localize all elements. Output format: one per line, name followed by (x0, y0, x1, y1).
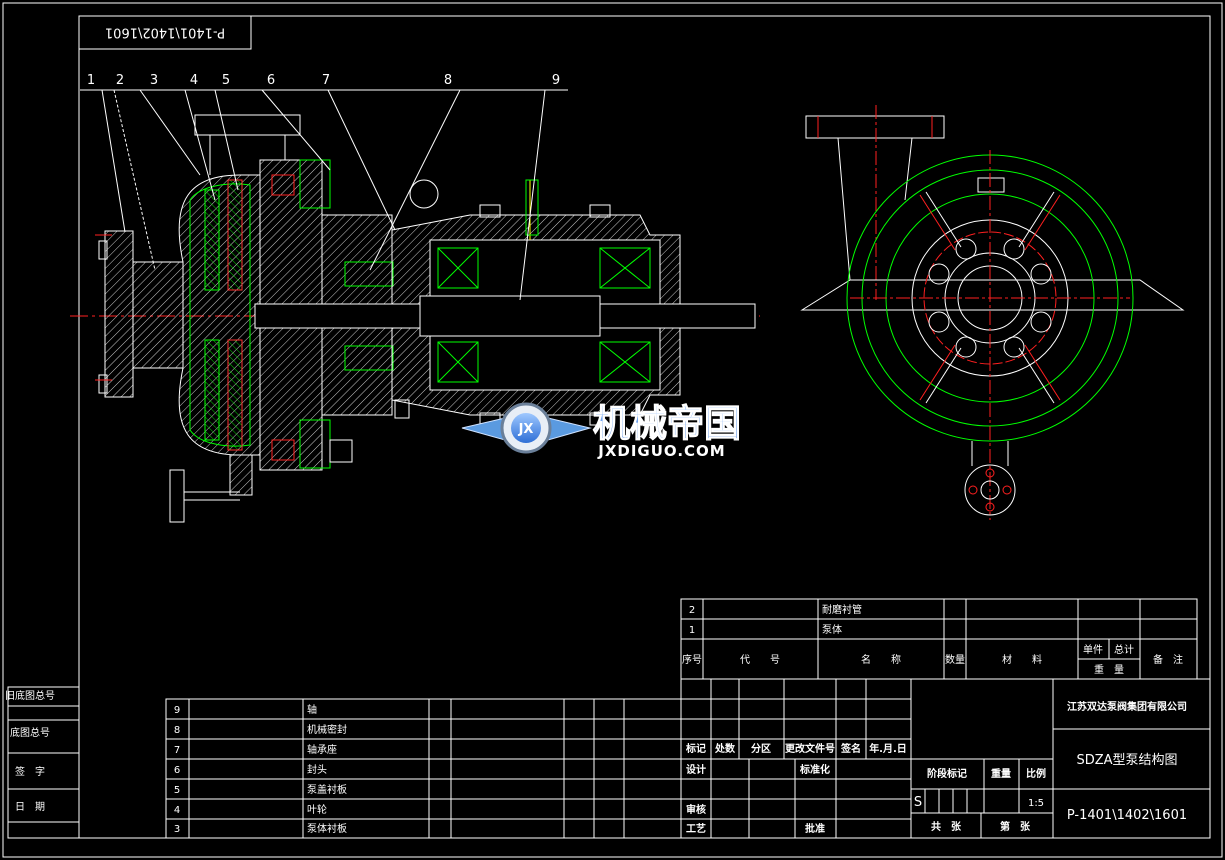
section-view (70, 114, 760, 523)
lower-parts-table: 9 轴 8 机械密封 7 轴承座 6 封头 5 泵盖衬板 4 叶轮 3 泵体衬板 (165, 698, 682, 839)
header-unit-weight: 单件 (1083, 644, 1103, 656)
lower-row-4-no: 6 (174, 765, 180, 776)
watermark-brand-cn: 机械帝国 (593, 402, 741, 445)
tb-count: 处数 (714, 742, 736, 755)
bolt-circle (928, 238, 1052, 358)
upper-row-2-no: 1 (689, 625, 695, 636)
upper-row-1-name: 耐磨衬管 (822, 603, 862, 616)
tb-design: 设计 (686, 763, 706, 776)
balloon-leaders: 1 2 3 4 5 6 7 8 9 (80, 73, 568, 301)
tb-change-doc: 更改文件号 (785, 742, 835, 755)
tb-weight: 重量 (991, 767, 1011, 780)
tb-date: 年.月.日 (869, 742, 907, 755)
upper-row-1-no: 2 (689, 605, 695, 616)
balloon-9: 9 (552, 73, 560, 88)
header-total-weight: 总计 (1114, 643, 1134, 656)
strip-old-base: 旧底图总号 (5, 689, 55, 702)
tb-mark: 标记 (685, 742, 706, 755)
balloon-8: 8 (444, 73, 452, 88)
lower-row-2-no: 8 (174, 725, 180, 736)
tb-stage-value: S (914, 795, 922, 810)
tb-total-sheets: 共 张 (931, 820, 962, 833)
balloon-3: 3 (150, 73, 158, 88)
balloon-2: 2 (116, 73, 124, 88)
lower-row-7-no: 3 (174, 824, 180, 835)
tb-drawing-no: P-1401\1402\1601 (1067, 808, 1187, 823)
lower-row-3-name: 轴承座 (307, 743, 337, 756)
header-qty: 数量 (945, 653, 965, 666)
header-weight: 重 量 (1094, 663, 1124, 676)
watermark-logo-letters: JX (518, 422, 534, 437)
tb-process: 工艺 (686, 822, 706, 835)
header-name: 名 称 (861, 653, 901, 666)
balloon-1: 1 (87, 73, 95, 88)
lower-row-6-no: 4 (174, 805, 180, 816)
header-code: 代 号 (740, 654, 780, 666)
tb-sign: 签名 (840, 742, 861, 755)
header-material: 材 料 (1002, 653, 1042, 666)
tb-standardize: 标准化 (799, 763, 830, 776)
lower-row-5-name: 泵盖衬板 (307, 783, 347, 796)
strip-date: 日 期 (15, 801, 45, 813)
header-remark: 备 注 (1153, 653, 1183, 666)
title-block: 标记 处数 分区 更改文件号 签名 年.月.日 设计 标准化 审核 工艺 批准 … (680, 678, 1211, 839)
tb-scale: 比例 (1026, 767, 1046, 780)
upper-row-2-name: 泵体 (822, 624, 842, 636)
balloon-5: 5 (222, 73, 230, 88)
upper-parts-table: 2 耐磨衬管 1 泵体 序号 代 号 名 称 数量 材 料 单件 总计 重 量 … (680, 598, 1198, 680)
lower-row-4-name: 封头 (307, 763, 327, 776)
rotated-number-box: P-1401\1402\1601 (78, 15, 252, 50)
balloon-6: 6 (267, 73, 275, 88)
lower-row-5-no: 5 (174, 785, 180, 796)
tb-zone: 分区 (751, 742, 771, 755)
rotated-drawing-number: P-1401\1402\1601 (105, 25, 225, 40)
balloon-7: 7 (322, 73, 330, 88)
strip-base: 底图总号 (10, 726, 50, 739)
tb-company: 江苏双达泵阀集团有限公司 (1067, 700, 1187, 713)
tb-title: SDZA型泵结构图 (1076, 753, 1177, 768)
strip-sign: 签 字 (15, 765, 45, 778)
tb-review: 审核 (686, 803, 706, 816)
header-no: 序号 (682, 653, 702, 666)
lower-row-1-no: 9 (174, 705, 180, 716)
tb-stage-mark: 阶段标记 (927, 767, 967, 780)
tb-scale-value: 1:5 (1028, 798, 1044, 809)
lower-row-1-name: 轴 (307, 703, 317, 716)
lower-row-7-name: 泵体衬板 (307, 822, 347, 835)
lower-row-2-name: 机械密封 (307, 723, 347, 736)
watermark-brand-en: JXDIGUO.COM (597, 442, 725, 460)
lower-row-6-name: 叶轮 (307, 803, 327, 816)
lower-row-3-no: 7 (174, 745, 180, 756)
balloon-4: 4 (190, 73, 198, 88)
front-view (800, 105, 1185, 520)
tb-approve: 批准 (805, 822, 825, 835)
watermark: JX 机械帝国 JXDIGUO.COM (461, 401, 742, 460)
left-strip: 旧底图总号 底图总号 签 字 日 期 (5, 686, 80, 839)
tb-sheet-no: 第 张 (1000, 820, 1031, 833)
